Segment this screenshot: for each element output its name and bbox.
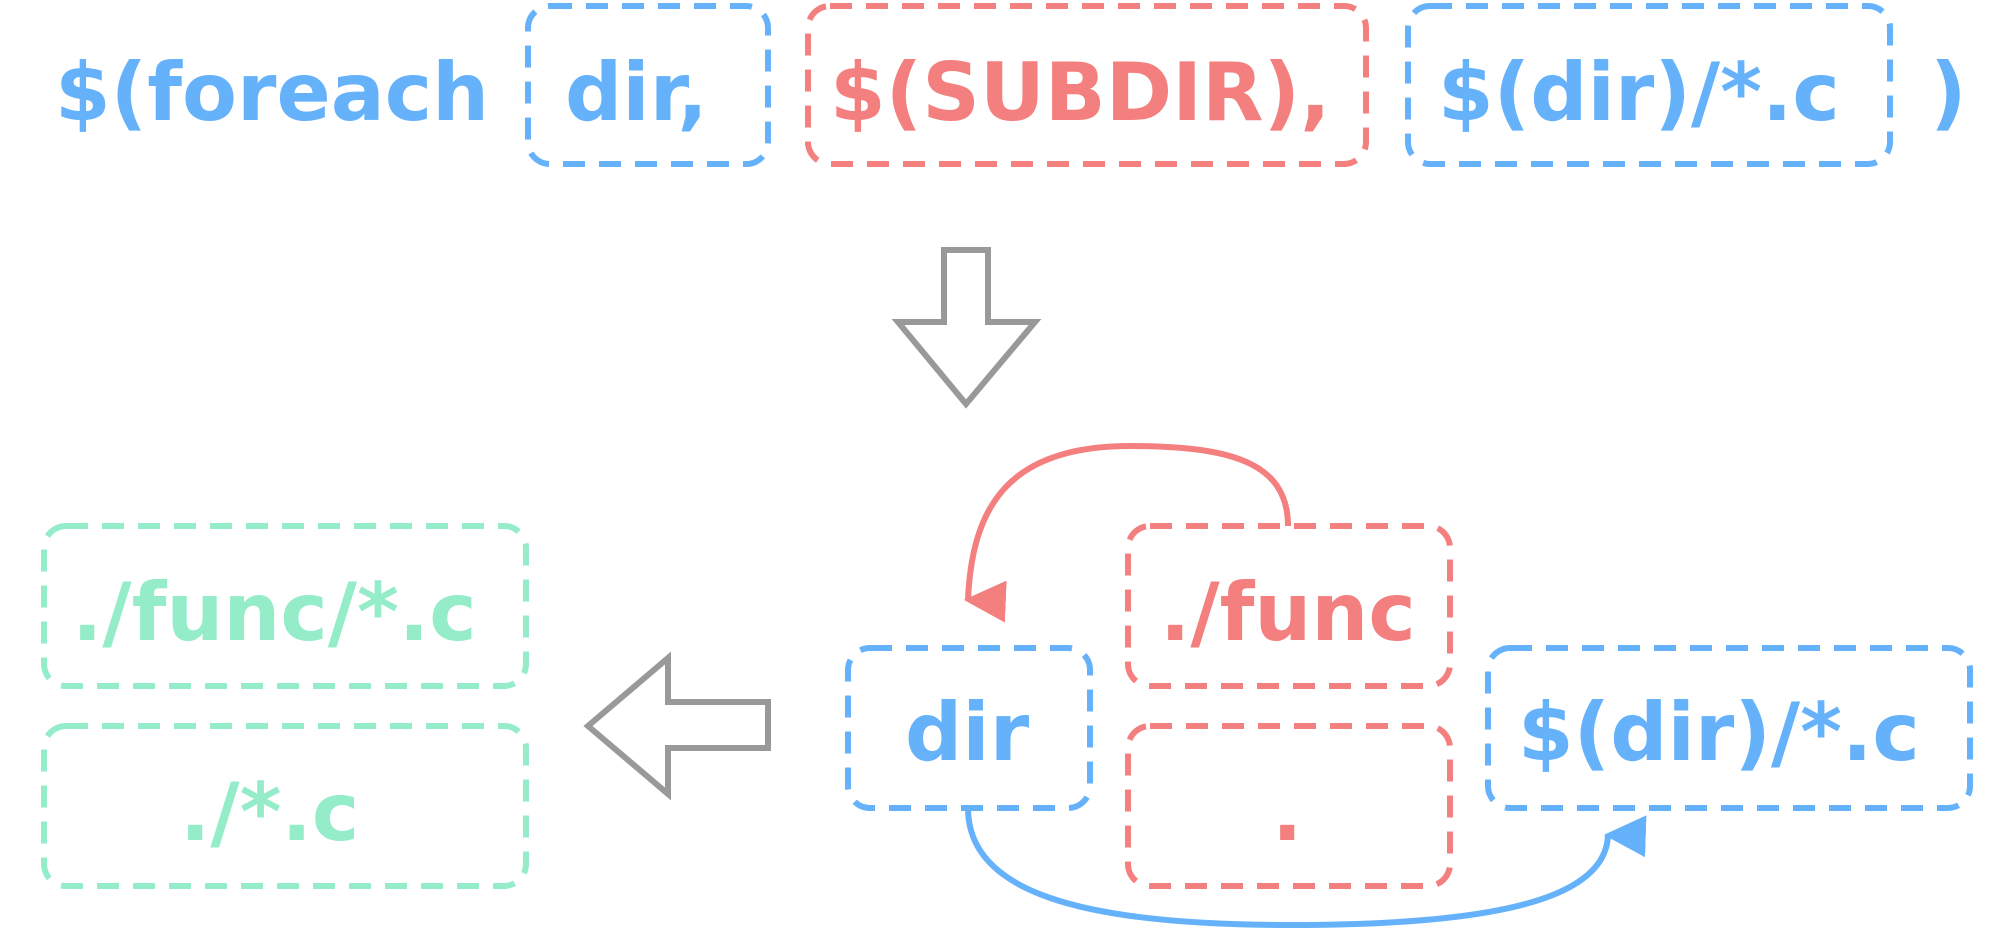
list-item-box-2 <box>1125 723 1453 889</box>
text-arg-box <box>1405 3 1893 167</box>
list-item-label-1: ./func <box>1160 566 1416 659</box>
variable-label: dir <box>905 686 1030 779</box>
foreach-keyword: $(foreach <box>55 46 489 139</box>
result-box-1 <box>41 523 529 689</box>
assign-item-arrow <box>963 442 1291 623</box>
var-arg-label: dir, <box>565 46 708 139</box>
substitute-arrow <box>965 807 1647 929</box>
closing-paren: ) <box>1930 46 1967 139</box>
expansion-text-box <box>1485 645 1973 811</box>
list-item-box-1 <box>1125 523 1453 689</box>
result-label-2: ./*.c <box>180 766 359 859</box>
result-box-2 <box>41 723 529 889</box>
list-arg-label: $(SUBDIR), <box>830 46 1331 139</box>
result-label-1: ./func/*.c <box>72 566 477 659</box>
list-arg-box <box>805 3 1369 167</box>
hollow-down-arrow-icon <box>891 247 1042 409</box>
list-item-label-2: . <box>1272 766 1302 859</box>
text-arg-label: $(dir)/*.c <box>1438 46 1840 139</box>
expansion-text-label: $(dir)/*.c <box>1518 686 1920 779</box>
hollow-left-arrow-icon <box>583 651 771 801</box>
var-arg-box <box>525 3 771 167</box>
